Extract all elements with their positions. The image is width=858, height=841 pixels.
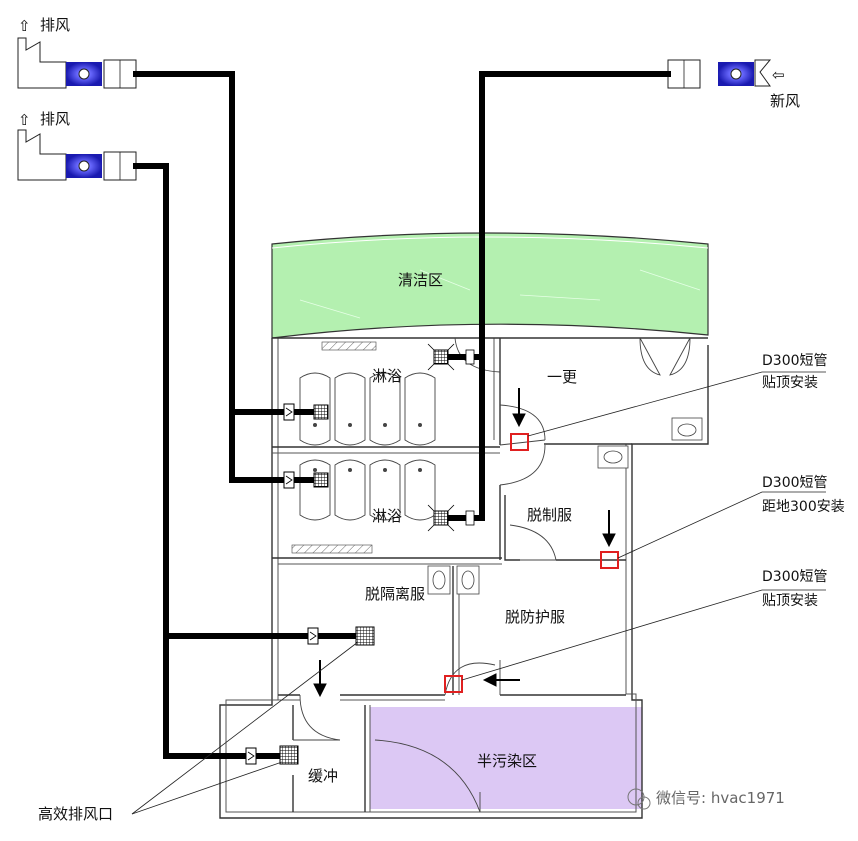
transfer-pipes	[444, 433, 619, 693]
buffer-label: 缓冲	[308, 767, 338, 785]
fresh-air-arrow: ⇦	[772, 66, 785, 84]
airflow-arrows	[313, 388, 616, 698]
clean-zone-label: 清洁区	[398, 271, 443, 289]
remove-scrubs-label: 脱制服	[527, 506, 572, 524]
remove-protective-label: 脱防护服	[505, 608, 565, 626]
exhaust-duct-2	[133, 163, 359, 759]
doors	[293, 337, 691, 741]
exhaust-arrow-1: ⇧	[18, 17, 31, 35]
callout-3-line1: D300短管	[762, 569, 828, 585]
shower-2-label: 淋浴	[372, 507, 402, 525]
watermark-text: 微信号: hvac1971	[656, 789, 785, 807]
callout-1-line1: D300短管	[762, 353, 828, 369]
sinks	[427, 417, 703, 595]
exhaust-fan-2	[66, 151, 137, 181]
remove-isolation-label: 脱隔离服	[365, 585, 425, 603]
exhaust-fan-1	[66, 59, 137, 89]
callout-3-line2: 贴顶安装	[762, 593, 818, 609]
fresh-air-label: 新风	[770, 92, 800, 110]
exhaust-outlets	[283, 343, 475, 532]
semi-zone-door	[374, 739, 481, 813]
labels: 排风 ⇧ 排风 ⇧ ⇦ 新风 清洁区 淋浴 淋浴 一更 脱制服 脱隔离服 脱防护…	[18, 16, 845, 823]
fresh-air-fan	[667, 59, 754, 89]
hepa-exhaust-label: 高效排风口	[38, 805, 113, 823]
fresh-air-hood	[754, 59, 772, 87]
leader-lines	[131, 371, 826, 815]
shower-1-label: 淋浴	[372, 367, 402, 385]
semi-zone-label: 半污染区	[477, 752, 537, 770]
semi-contaminated-zone	[370, 707, 642, 809]
exhaust-label-2: 排风	[40, 110, 70, 128]
callout-1-line2: 贴顶安装	[762, 375, 818, 391]
exhaust-hood-2	[17, 129, 67, 181]
change-1-label: 一更	[547, 368, 577, 386]
shower-stalls	[291, 341, 436, 554]
callout-2-line2: 距地300安装	[762, 499, 845, 515]
exhaust-arrow-2: ⇧	[18, 111, 31, 129]
clean-zone	[271, 232, 709, 339]
exhaust-label-1: 排风	[40, 16, 70, 34]
callout-2-line1: D300短管	[762, 475, 828, 491]
hepa-exhaust-outlet-1	[307, 626, 375, 646]
watermark: 微信号: hvac1971	[627, 788, 785, 810]
exhaust-hood-1	[17, 37, 67, 89]
hepa-exhaust-outlet-2	[245, 745, 299, 765]
fresh-air-duct	[442, 71, 671, 521]
